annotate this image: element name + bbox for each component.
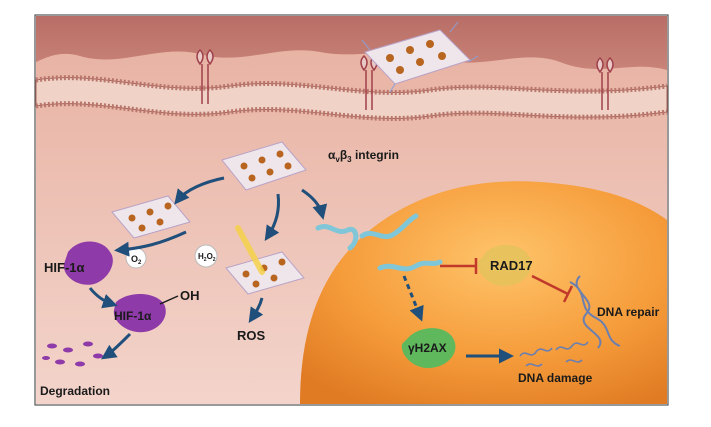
inhibition-lines [440,258,574,303]
cell-membrane [35,75,668,121]
pathway-arrows [88,176,514,364]
dna-repair-label: DNA repair [597,305,660,319]
hif1a-oh-label: HIF-1α [114,309,152,323]
hif1a-oh-protein-icon [113,293,179,333]
dna-helix-icon [569,275,621,349]
ros-label: ROS [237,328,266,343]
h2ax-label: γH2AX [408,341,447,355]
hif1a-protein-icon [63,241,113,285]
dna-damage-icon [519,341,589,367]
nanosheet-ros [225,225,305,295]
oh-label: OH [180,288,200,303]
hif1a-label: HIF-1α [44,260,85,275]
nanosheet-left [111,195,191,239]
nanosheet-integrin-bound [221,141,307,191]
h2o2-label: H2O2 [198,252,216,263]
h2o2-molecule-icon [194,244,218,268]
degradation-fragments-icon [42,341,103,367]
dna-damage-label: DNA damage [518,371,593,385]
rad17-protein-icon [477,244,532,286]
nanosheet-cluster-membrane [361,21,479,93]
signal-ribbon-icon [315,213,443,272]
integrin-label: αvβ3 integrin [328,148,399,164]
degradation-label: Degradation [40,384,110,398]
o2-label: O2 [131,254,142,266]
figure-frame [34,14,669,406]
integrin-receptor-icon [196,48,614,110]
h2ax-protein-icon [401,328,456,368]
extracellular-space [36,16,667,70]
rad17-label: RAD17 [490,258,533,273]
